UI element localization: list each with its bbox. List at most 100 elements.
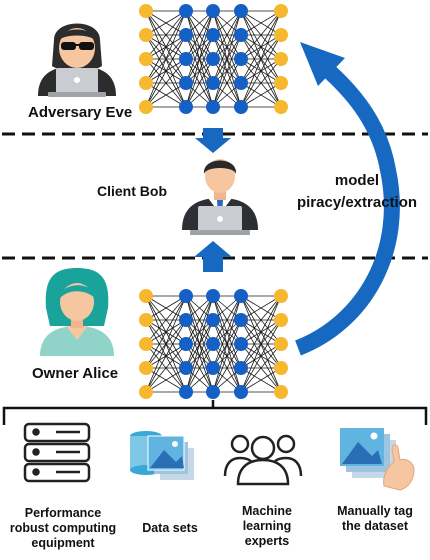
resource-line: learning — [242, 519, 292, 533]
network-edge — [145, 10, 187, 36]
hidden-node — [206, 76, 220, 90]
network-edge — [185, 10, 214, 84]
neural-network-bottom — [139, 289, 288, 399]
hidden-node — [179, 28, 193, 42]
network-edge — [240, 82, 282, 108]
network-edge — [145, 295, 187, 345]
network-edge — [212, 343, 242, 393]
client-label: Client Bob — [97, 183, 167, 199]
tagging-icon — [340, 428, 415, 491]
network-edge — [212, 34, 242, 108]
arrow-up-icon — [194, 241, 232, 272]
io-node — [139, 100, 153, 114]
owner-avatar-icon — [40, 268, 114, 356]
io-node — [139, 4, 153, 18]
hidden-node — [206, 52, 220, 66]
network-edge — [240, 295, 282, 345]
resource-line: experts — [244, 534, 290, 548]
network-edge — [212, 295, 242, 369]
hidden-node — [179, 289, 193, 303]
network-edge — [212, 10, 242, 108]
network-edge — [185, 343, 214, 393]
network-edge — [240, 10, 282, 60]
network-edge — [212, 295, 242, 393]
hidden-node — [179, 52, 193, 66]
network-edge — [240, 34, 282, 108]
network-edge — [185, 295, 214, 345]
network-edge — [240, 10, 282, 84]
network-edge — [212, 319, 242, 393]
io-node — [139, 76, 153, 90]
resource-line: robust computing — [9, 521, 117, 535]
resource-label-computing: Performance robust computing equipment — [4, 506, 122, 551]
hidden-node — [179, 385, 193, 399]
io-node — [139, 337, 153, 351]
hidden-node — [234, 289, 248, 303]
attack-label-line2: piracy/extraction — [296, 194, 418, 211]
network-edge — [145, 82, 187, 108]
hacker-avatar-icon — [38, 23, 116, 97]
network-edge — [240, 10, 282, 36]
network-edge — [145, 58, 187, 108]
hidden-node — [206, 28, 220, 42]
network-edge — [240, 319, 282, 393]
hidden-node — [206, 361, 220, 375]
io-node — [274, 337, 288, 351]
resource-line: the dataset — [342, 519, 408, 533]
hidden-node — [206, 337, 220, 351]
client-avatar-icon — [182, 159, 258, 235]
hidden-node — [234, 4, 248, 18]
network-edge — [240, 295, 282, 321]
server-icon — [23, 422, 91, 483]
io-node — [274, 289, 288, 303]
io-node — [139, 385, 153, 399]
resource-line: Manually tag — [337, 504, 413, 518]
resource-line: Data sets — [142, 521, 198, 535]
hidden-node — [234, 100, 248, 114]
network-edge — [145, 295, 187, 393]
network-edge — [185, 10, 214, 60]
network-edge — [145, 295, 187, 369]
network-edge — [145, 10, 187, 60]
dataset-icon — [130, 431, 194, 480]
hidden-node — [234, 313, 248, 327]
io-node — [139, 52, 153, 66]
network-edge — [212, 295, 242, 345]
neural-network-top — [139, 4, 288, 114]
resource-line: Performance — [24, 506, 102, 520]
io-node — [274, 52, 288, 66]
hidden-node — [206, 313, 220, 327]
extraction-arrow-icon — [294, 42, 400, 356]
network-edge — [185, 34, 214, 108]
attack-label: model piracy/extraction — [282, 170, 430, 214]
network-edge — [212, 10, 242, 60]
network-edge — [145, 367, 187, 393]
network-edge — [185, 319, 214, 393]
resource-line: equipment — [31, 536, 95, 550]
resource-label-tagging: Manually tag the dataset — [322, 504, 428, 534]
network-edge — [240, 343, 282, 393]
hidden-node — [234, 337, 248, 351]
network-edge — [240, 295, 282, 393]
network-edge — [240, 10, 282, 108]
network-edge — [185, 295, 214, 369]
io-node — [139, 313, 153, 327]
io-node — [274, 100, 288, 114]
resource-label-datasets: Data sets — [128, 521, 212, 536]
network-edge — [212, 10, 242, 84]
network-edge — [145, 319, 187, 393]
hidden-node — [179, 313, 193, 327]
network-edge — [240, 295, 282, 369]
network-edge — [240, 367, 282, 393]
io-node — [274, 4, 288, 18]
hidden-node — [234, 52, 248, 66]
io-node — [274, 361, 288, 375]
adversary-label: Adversary Eve — [28, 104, 133, 121]
experts-icon — [223, 434, 303, 486]
hidden-node — [206, 385, 220, 399]
hidden-node — [179, 337, 193, 351]
network-edge — [212, 58, 242, 108]
network-edge — [240, 58, 282, 108]
hidden-node — [179, 361, 193, 375]
